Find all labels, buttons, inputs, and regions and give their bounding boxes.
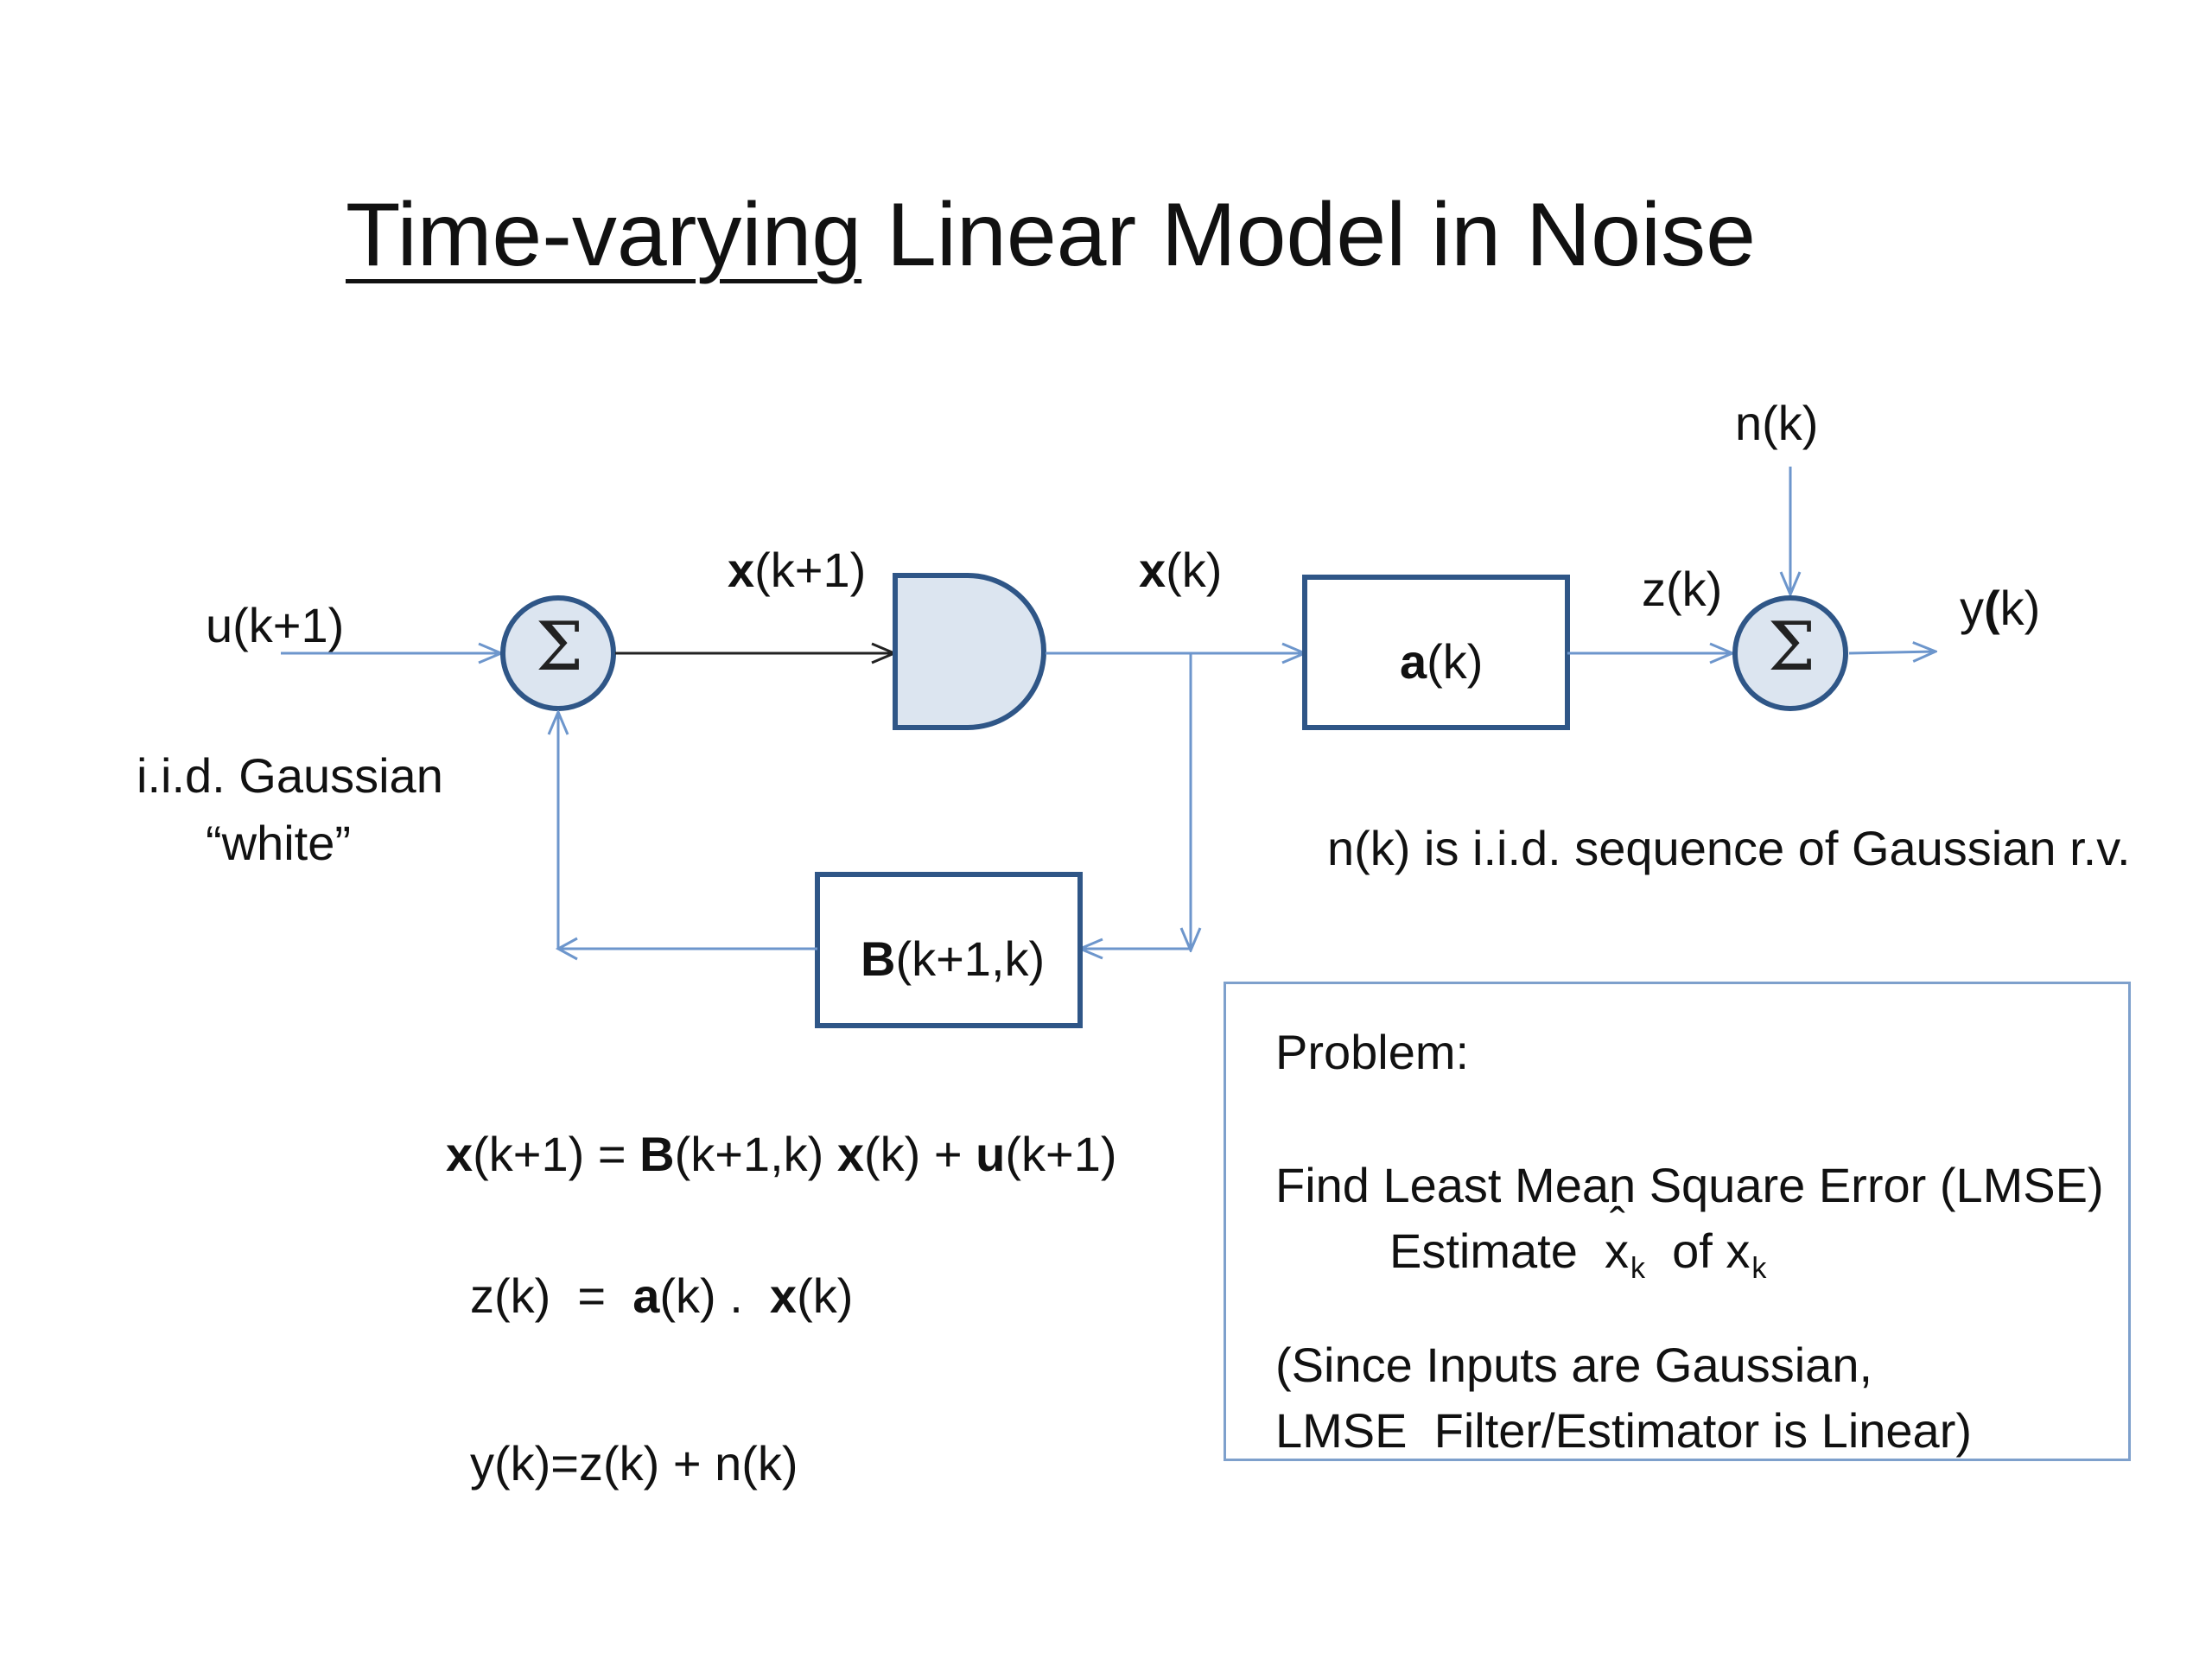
problem-heading: Problem: xyxy=(1275,1025,1470,1079)
a-block xyxy=(1302,575,1570,730)
signal-x-next-bold: x xyxy=(728,543,755,597)
eq2-p1: z(k) = xyxy=(470,1268,633,1323)
a-block-rest: (k) xyxy=(1427,634,1484,689)
b-block xyxy=(815,872,1083,1028)
signal-x-bold: x xyxy=(1139,543,1166,597)
x-hat-letter: x xyxy=(1604,1224,1629,1278)
b-block-rest: (k+1,k) xyxy=(895,931,1046,986)
signal-x-rest: (k) xyxy=(1166,543,1223,597)
signal-x-label: x(k) xyxy=(1139,546,1222,594)
delay-block xyxy=(893,573,1046,730)
eq2-x: x xyxy=(769,1268,798,1323)
x-subscript: k xyxy=(1751,1252,1767,1285)
eq1-p2: (k+1,k) xyxy=(674,1127,837,1181)
x-hat: x xyxy=(1604,1201,1629,1278)
title-underlined-part: Time-varying xyxy=(346,185,862,285)
eq1-p1: (k+1) = xyxy=(473,1127,640,1181)
signal-x-next-label: x(k+1) xyxy=(728,546,866,594)
signal-z-label: z(k) xyxy=(1642,562,1723,616)
input-label: u(k+1) xyxy=(206,598,345,652)
noise-label: n(k) xyxy=(1735,396,1819,450)
summing-junction-2 xyxy=(1732,595,1848,711)
b-block-label: B(k+1,k) xyxy=(861,935,1045,983)
eq1-x: x xyxy=(446,1127,474,1181)
problem-line2-a: Estimate xyxy=(1389,1224,1592,1278)
sigma-glyph-1: Σ xyxy=(536,608,584,686)
eq2-a: a xyxy=(632,1268,660,1323)
output-y: y xyxy=(1960,581,1984,635)
state-equation: x(k+1) = B(k+1,k) x(k) + u(k+1) xyxy=(446,1130,1117,1179)
eq1-p4: (k+1) xyxy=(1005,1127,1117,1181)
title-rest: Linear Model in Noise xyxy=(861,185,1756,285)
page-title: Time-varying Linear Model in Noise xyxy=(346,190,1756,280)
x-hat-subscript: k xyxy=(1630,1252,1645,1285)
problem-line4: LMSE Filter/Estimator is Linear) xyxy=(1275,1403,1972,1458)
input-desc-line2: “white” xyxy=(206,816,352,870)
problem-line2-b: of x xyxy=(1644,1224,1751,1278)
problem-line3: (Since Inputs are Gaussian, xyxy=(1275,1338,1873,1392)
output-y-rest: k) xyxy=(1999,581,2041,635)
output-arrow xyxy=(1848,652,1936,653)
output-label: y(k) xyxy=(1960,584,2040,632)
observation-equation: z(k) = a(k) . x(k) xyxy=(470,1272,853,1320)
sigma-glyph-2: Σ xyxy=(1768,608,1816,686)
problem-box xyxy=(1224,982,2131,1461)
problem-line2: Estimate xk of xk xyxy=(1389,1201,1767,1285)
eq1-x2: x xyxy=(836,1127,864,1181)
problem-line1: Find Least Mean Square Error (LMSE) xyxy=(1275,1158,2104,1212)
b-block-bold: B xyxy=(861,931,896,986)
eq1-u: u xyxy=(976,1127,1006,1181)
eq1-p3: (k) + xyxy=(864,1127,976,1181)
signal-x-next-rest: (k+1) xyxy=(754,543,867,597)
a-block-label: a(k) xyxy=(1400,638,1483,686)
eq1-b: B xyxy=(639,1127,675,1181)
noise-description: n(k) is i.i.d. sequence of Gaussian r.v. xyxy=(1327,821,2131,875)
eq2-p2: (k) . xyxy=(659,1268,770,1323)
a-block-bold: a xyxy=(1400,634,1427,689)
eq2-p3: (k) xyxy=(797,1268,854,1323)
input-desc-line1: i.i.d. Gaussian xyxy=(137,748,443,803)
measurement-equation: y(k)=z(k) + n(k) xyxy=(470,1436,798,1491)
summing-junction-1 xyxy=(500,595,616,711)
output-paren: ( xyxy=(1984,581,2000,635)
